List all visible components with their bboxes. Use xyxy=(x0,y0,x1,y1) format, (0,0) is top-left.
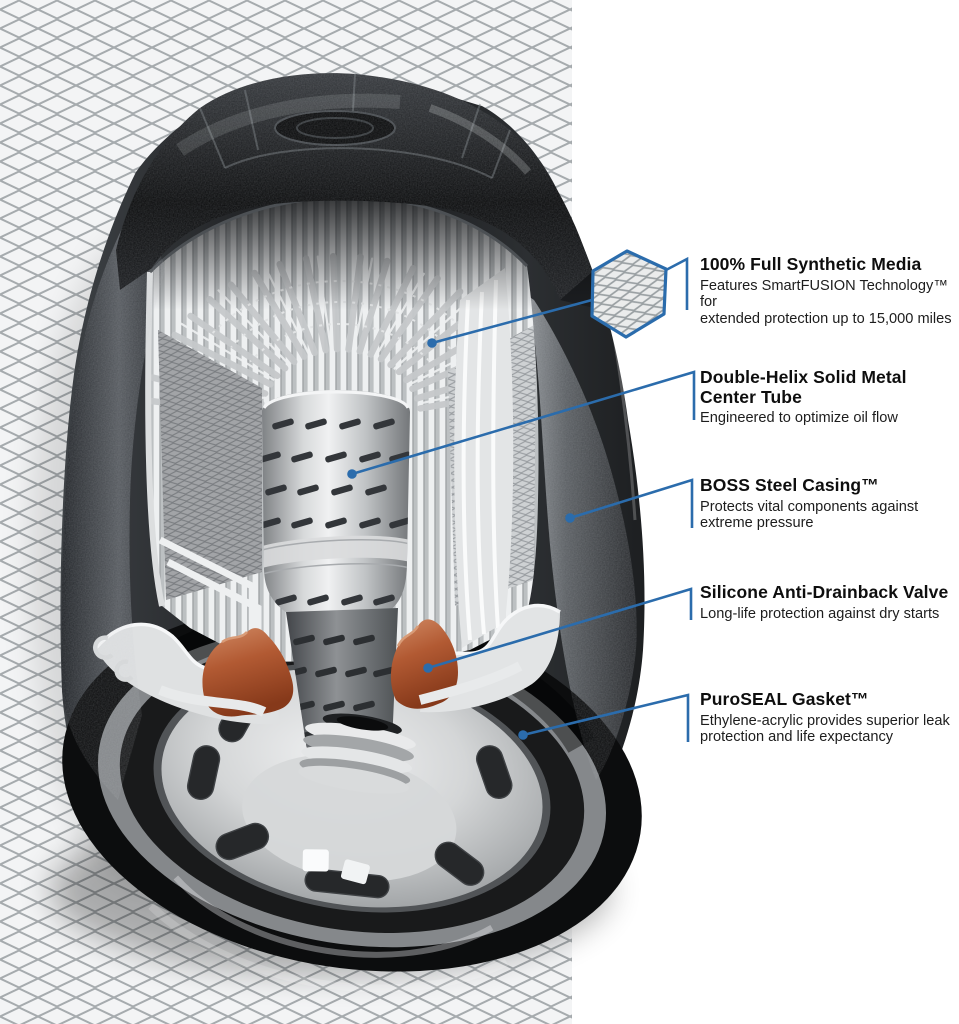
plate-tab-right xyxy=(340,859,370,885)
media-mesh-left-shade xyxy=(158,330,262,600)
callout-title: BOSS Steel Casing™ xyxy=(700,475,879,495)
callout-description: Ethylene-acrylic provides superior leak … xyxy=(700,712,950,746)
cut-edge-band-right xyxy=(454,268,514,648)
plate-oil-holes xyxy=(186,690,513,899)
callout-title: Double-Helix Solid Metal Center Tube xyxy=(700,367,907,407)
leader-dots xyxy=(347,338,575,740)
leader-dot-gasket xyxy=(518,730,528,740)
callout-title: Silicone Anti-Drainback Valve xyxy=(700,582,949,602)
media-hexagon-icon xyxy=(590,249,668,339)
threaded-hub xyxy=(298,713,416,794)
leader-dot-casing xyxy=(565,513,575,523)
tube-slots xyxy=(262,417,410,607)
callout-description: Long-life protection against dry starts xyxy=(700,605,940,622)
leader-dot-media xyxy=(427,338,437,348)
callout-center-tube: Double-Helix Solid Metal Center Tube Eng… xyxy=(700,367,959,427)
base-outer-gloss xyxy=(148,903,509,993)
anti-drainback-valve xyxy=(158,619,523,717)
leader-line-center-tube xyxy=(351,370,696,476)
callout-description: Engineered to optimize oil flow xyxy=(700,410,898,426)
leader-dot-center-tube xyxy=(347,469,357,479)
leader-line-gasket xyxy=(522,693,690,742)
media-mesh-left xyxy=(158,330,262,600)
callout-title: PuroSEAL Gasket™ xyxy=(700,689,869,709)
leader-line-media xyxy=(431,298,593,345)
leader-line-valve xyxy=(427,587,693,670)
oil-filter xyxy=(60,73,645,993)
callout-gasket: PuroSEAL Gasket™ Ethylene-acrylic provid… xyxy=(700,689,959,746)
center-tube xyxy=(262,390,410,625)
callout-synthetic-media: 100% Full Synthetic Media Features Smart… xyxy=(700,254,959,327)
leader-line-media-bracket xyxy=(665,256,689,310)
valve-left xyxy=(202,628,294,717)
callout-description: Features SmartFUSION Technology™ for ext… xyxy=(700,277,952,327)
cut-pleat-layers-right xyxy=(461,279,500,641)
leader-line-casing xyxy=(569,478,694,528)
callout-description: Protects vital components against extrem… xyxy=(700,498,919,532)
callout-title: 100% Full Synthetic Media xyxy=(700,254,922,274)
callout-anti-drainback-valve: Silicone Anti-Drainback Valve Long-life … xyxy=(700,582,959,622)
leader-dot-valve xyxy=(423,663,433,673)
end-cap-front-wave xyxy=(158,661,523,717)
valve-right xyxy=(390,619,458,709)
base-inner-gloss xyxy=(173,875,494,958)
callout-steel-casing: BOSS Steel Casing™ Protects vital compon… xyxy=(700,475,959,532)
tube-top-rim xyxy=(262,390,410,409)
leader-lines xyxy=(351,256,696,742)
plate-tab-left xyxy=(302,849,329,872)
